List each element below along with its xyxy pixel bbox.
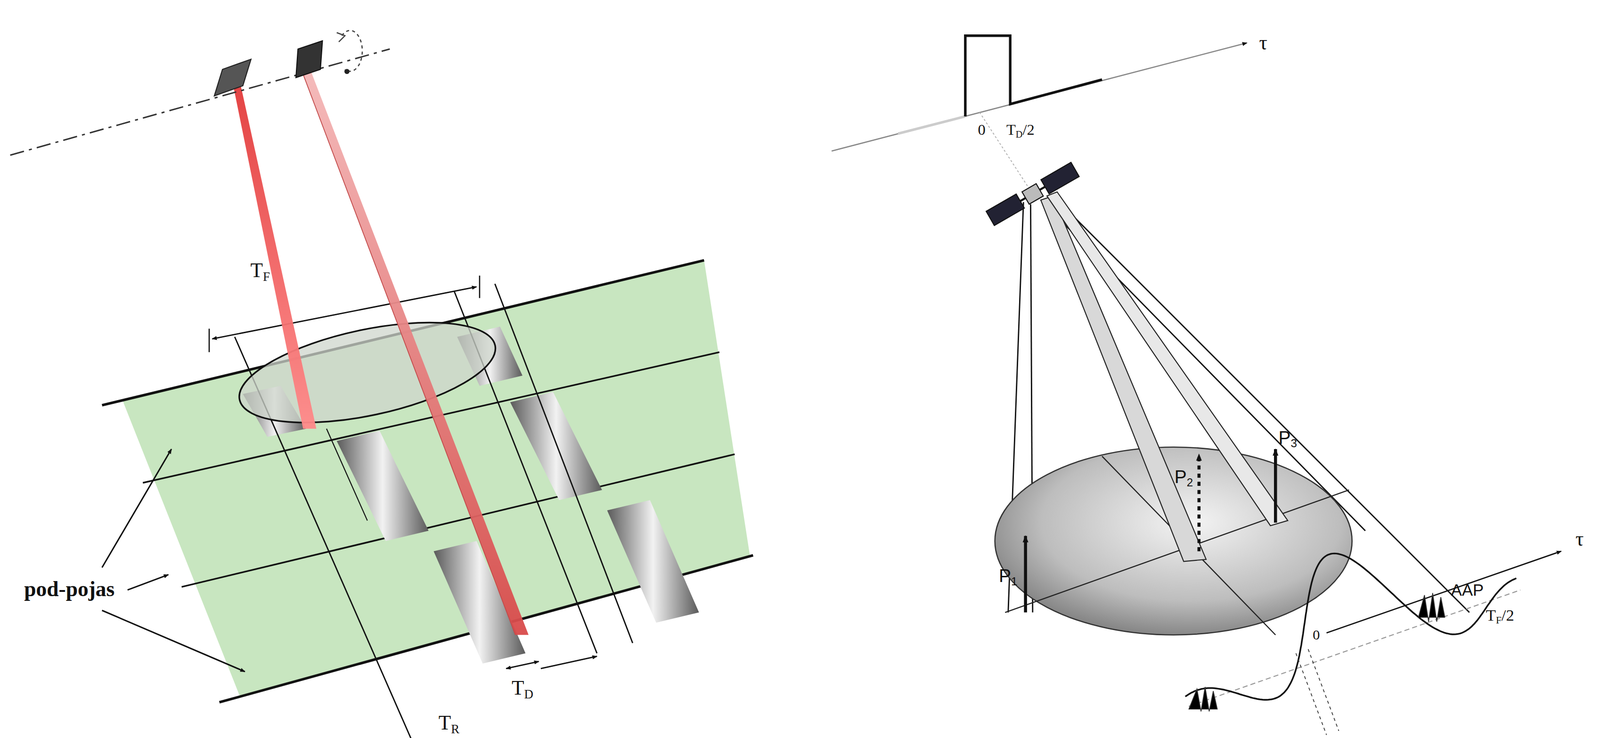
point-label: P2	[1174, 466, 1193, 488]
point-label: P3	[1278, 428, 1298, 449]
dimension-label: TF/2	[1485, 606, 1515, 626]
dimension-label: TD/2	[1006, 122, 1035, 139]
dimension-label: TR	[438, 711, 460, 735]
dimension-label: TF	[250, 260, 270, 284]
curve-label: AAP	[1451, 581, 1484, 599]
axis-label: τ	[1259, 32, 1268, 53]
dimension-label: TD	[511, 677, 534, 701]
axis-tick: 0	[1312, 627, 1320, 642]
point-label: P1	[998, 565, 1018, 587]
axis-label: τ	[1575, 528, 1584, 549]
swath-label: pod-pojas	[24, 578, 115, 600]
axis-tick: 0	[977, 122, 986, 138]
